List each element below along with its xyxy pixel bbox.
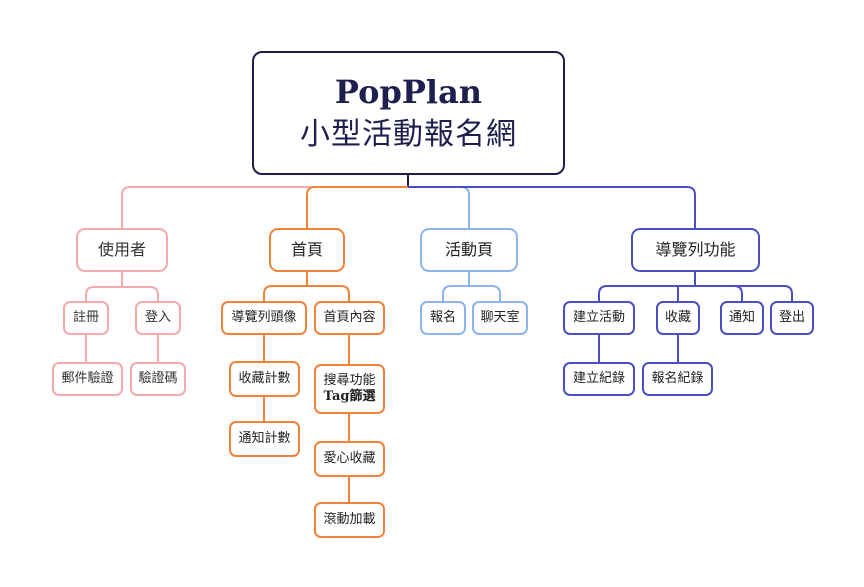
- node-notify: 通知: [720, 301, 764, 335]
- connector-favorites: [677, 285, 695, 301]
- branch-event-label: 活動頁: [444, 240, 493, 260]
- node-scroll-load-label: 滾動加載: [323, 512, 376, 528]
- node-notify-count-label: 通知計數: [238, 431, 291, 447]
- connector-chatroom: [469, 285, 501, 301]
- node-captcha-label: 驗證碼: [138, 371, 178, 387]
- root-subtitle: 小型活動報名網: [300, 117, 517, 153]
- branch-nav: 導覽列功能: [631, 228, 760, 272]
- node-login: 登入: [135, 301, 181, 335]
- connector-register: [85, 286, 122, 301]
- node-register-label: 註冊: [72, 310, 99, 326]
- node-logout-label: 登出: [778, 310, 805, 326]
- node-search-label: 搜尋功能: [323, 373, 376, 389]
- node-search: 搜尋功能 Tag篩選: [314, 364, 385, 414]
- node-fav-count-label: 收藏計數: [238, 371, 291, 387]
- node-favorites-label: 收藏: [664, 310, 691, 326]
- connector-create-event: [598, 285, 695, 301]
- node-signup-record-label: 報名紀錄: [651, 371, 704, 387]
- node-signup-label: 報名: [429, 310, 456, 326]
- connector-logout: [695, 285, 793, 301]
- node-create-event: 建立活動: [563, 301, 635, 335]
- branch-home: 首頁: [269, 228, 345, 272]
- node-home-content-label: 首頁內容: [323, 310, 376, 326]
- connector-nav-header: [263, 285, 307, 301]
- connector-nav: [408, 186, 696, 228]
- node-create-record-label: 建立紀錄: [572, 371, 625, 387]
- node-tag-filter-label: Tag篩選: [323, 389, 376, 404]
- connector-signup: [442, 285, 469, 301]
- node-signup: 報名: [420, 301, 466, 335]
- node-notify-label: 通知: [728, 310, 755, 326]
- connector-user: [121, 186, 408, 228]
- root-node: PopPlan 小型活動報名網: [252, 51, 565, 175]
- node-captcha: 驗證碼: [130, 362, 186, 396]
- connector-login: [122, 286, 159, 301]
- node-scroll-load: 滾動加載: [314, 502, 385, 538]
- node-nav-header-label: 導覽列頭像: [231, 310, 297, 326]
- node-create-event-label: 建立活動: [572, 310, 625, 326]
- node-email-verify-label: 郵件驗證: [61, 371, 114, 387]
- node-register: 註冊: [63, 301, 109, 335]
- node-home-content: 首頁內容: [314, 301, 385, 335]
- branch-nav-label: 導覽列功能: [655, 240, 736, 260]
- node-create-record: 建立紀錄: [563, 362, 635, 396]
- root-title: PopPlan: [334, 72, 483, 111]
- connector-event: [408, 186, 470, 228]
- node-nav-header: 導覽列頭像: [221, 301, 307, 335]
- branch-user: 使用者: [76, 228, 168, 272]
- node-chatroom-label: 聊天室: [480, 310, 520, 326]
- node-email-verify: 郵件驗證: [52, 362, 123, 396]
- branch-user-label: 使用者: [97, 240, 146, 260]
- node-chatroom: 聊天室: [472, 301, 528, 335]
- node-logout: 登出: [770, 301, 814, 335]
- node-notify-count: 通知計數: [229, 421, 300, 457]
- connector-home-content: [307, 285, 350, 301]
- connector-home: [306, 186, 408, 228]
- branch-event: 活動頁: [420, 228, 518, 272]
- branch-home-label: 首頁: [290, 240, 323, 260]
- node-fav-count: 收藏計數: [229, 361, 300, 397]
- node-love-fav-label: 愛心收藏: [323, 451, 376, 467]
- node-login-label: 登入: [144, 310, 171, 326]
- node-love-fav: 愛心收藏: [314, 441, 385, 477]
- node-signup-record: 報名紀錄: [642, 362, 713, 396]
- connector-notify: [695, 285, 743, 301]
- node-favorites: 收藏: [656, 301, 700, 335]
